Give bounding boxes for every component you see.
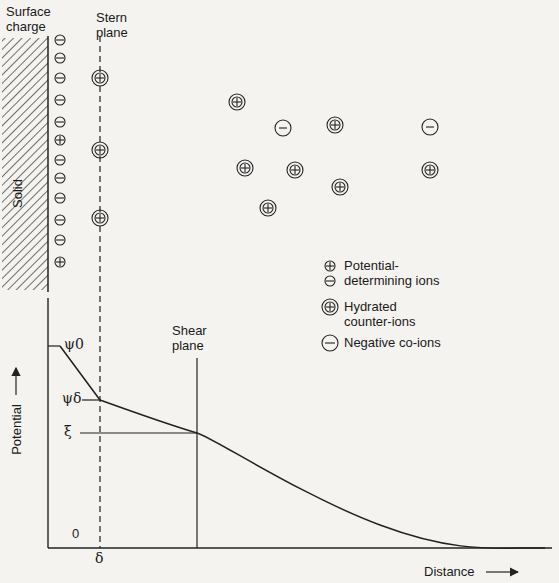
distance-arrow bbox=[486, 571, 518, 572]
zero-label: 0 bbox=[72, 526, 86, 541]
surface-ion bbox=[55, 73, 65, 83]
counter-ion bbox=[237, 160, 253, 176]
counter-ion bbox=[260, 200, 276, 216]
legend-text: Negative co-ions bbox=[344, 335, 474, 350]
surface-ion bbox=[55, 215, 65, 225]
surface-ion bbox=[55, 95, 65, 105]
counter-ion bbox=[332, 179, 348, 195]
surface-ion bbox=[55, 117, 65, 127]
legend-text: Potential-determining ions bbox=[344, 258, 454, 288]
axis-label: Distance bbox=[424, 564, 484, 579]
psid-level bbox=[82, 399, 100, 400]
legend-text: Hydrated counter-ions bbox=[344, 299, 439, 329]
potential-arrow bbox=[15, 368, 16, 395]
axis-label: Potential bbox=[9, 396, 24, 464]
shear-plane-line bbox=[196, 358, 197, 548]
counter-ion bbox=[327, 117, 343, 133]
zeta-level bbox=[80, 432, 197, 433]
zeta-label: ξ bbox=[64, 424, 78, 439]
potential-curve bbox=[60, 346, 545, 548]
surface-ion bbox=[55, 193, 65, 203]
counter-ion bbox=[92, 142, 108, 158]
psi0-level bbox=[48, 345, 60, 346]
solid-label: Solid bbox=[10, 177, 25, 211]
legend-symbols bbox=[322, 261, 338, 351]
surface-ion bbox=[55, 173, 65, 183]
solid-surface bbox=[47, 36, 49, 292]
y-axis bbox=[47, 298, 48, 548]
co-ion bbox=[422, 119, 438, 135]
stern-plane-line bbox=[99, 36, 100, 548]
counter-ion bbox=[422, 162, 438, 178]
surface-ion bbox=[55, 235, 65, 245]
counter-ion bbox=[92, 210, 108, 226]
psi0-label: ψ0 bbox=[64, 337, 88, 352]
surface-ion bbox=[55, 35, 65, 45]
surface-ion bbox=[55, 257, 65, 267]
counter-ion bbox=[287, 162, 303, 178]
surface-ion bbox=[55, 53, 65, 63]
psid-label: ψδ bbox=[62, 391, 86, 406]
counter-ion bbox=[92, 70, 108, 86]
ions bbox=[55, 35, 438, 267]
counter-ion bbox=[229, 94, 245, 110]
shear-plane-label: Shear plane bbox=[172, 323, 222, 353]
surface-ion bbox=[55, 155, 65, 165]
surface-ion bbox=[55, 135, 65, 145]
stern-plane-label: Stern plane bbox=[96, 10, 146, 40]
delta-label: δ bbox=[95, 551, 109, 566]
co-ion bbox=[275, 120, 291, 136]
solid-hatching bbox=[2, 38, 48, 290]
surface-charge-label: Surface charge bbox=[6, 4, 66, 34]
